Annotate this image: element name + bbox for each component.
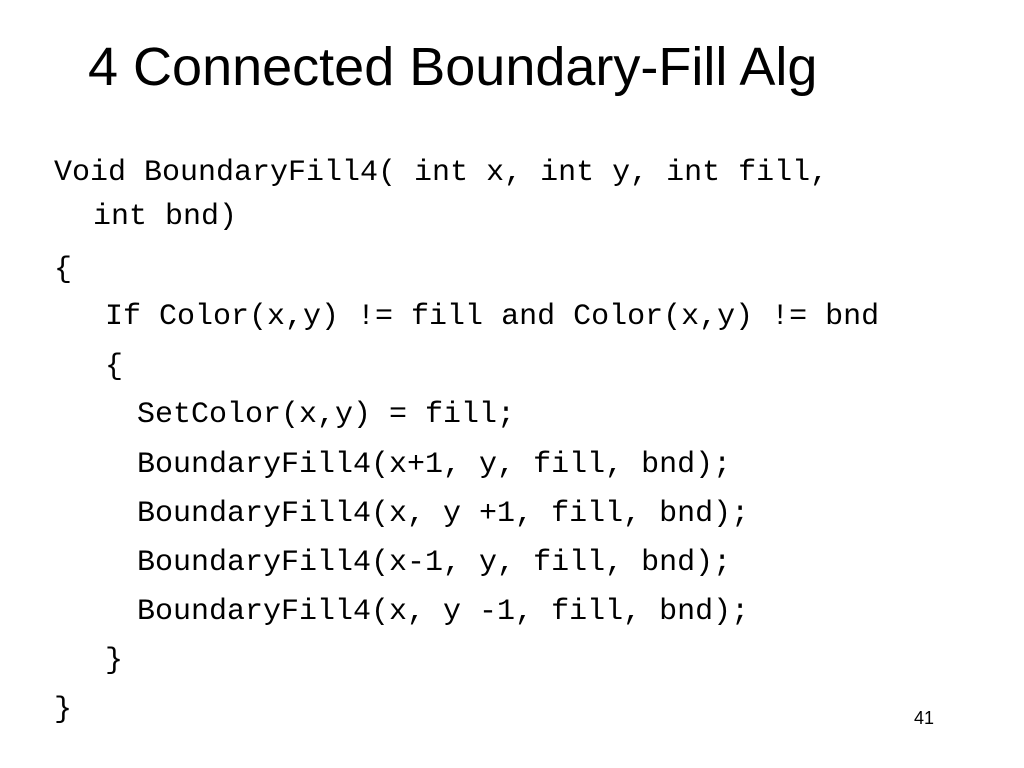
code-line-close-brace: } bbox=[54, 693, 73, 727]
code-line-recursive-call: BoundaryFill4(x-1, y, fill, bnd); bbox=[137, 546, 732, 580]
code-line-recursive-call: BoundaryFill4(x, y +1, fill, bnd); bbox=[137, 497, 750, 531]
code-line-open-brace: { bbox=[54, 253, 73, 287]
code-line-recursive-call: BoundaryFill4(x+1, y, fill, bnd); bbox=[137, 448, 732, 482]
code-line-if-condition: If Color(x,y) != fill and Color(x,y) != … bbox=[105, 300, 880, 334]
slide-title: 4 Connected Boundary-Fill Alg bbox=[88, 37, 818, 97]
code-line-function-signature: Void BoundaryFill4( int x, int y, int fi… bbox=[54, 156, 829, 190]
code-line-signature-continuation: int bnd) bbox=[93, 200, 238, 234]
code-line-set-color: SetColor(x,y) = fill; bbox=[137, 398, 516, 432]
code-line-inner-open-brace: { bbox=[105, 350, 124, 384]
code-line-inner-close-brace: } bbox=[105, 644, 124, 678]
code-line-recursive-call: BoundaryFill4(x, y -1, fill, bnd); bbox=[137, 595, 750, 629]
page-number: 41 bbox=[914, 708, 935, 728]
